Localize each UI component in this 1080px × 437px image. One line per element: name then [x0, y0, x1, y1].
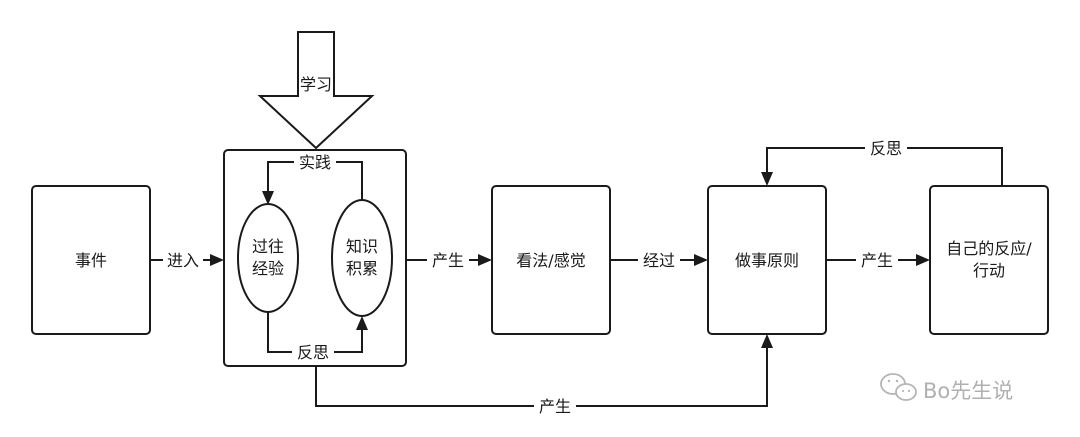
practice-label: 实践 [299, 153, 331, 172]
edge-through: 经过 [610, 250, 708, 270]
event-label: 事件 [75, 251, 107, 270]
knowledge-label-1: 知识 [346, 237, 378, 256]
through-label: 经过 [643, 251, 675, 270]
past-experience-label-2: 经验 [252, 259, 284, 278]
principles-label: 做事原则 [735, 251, 799, 270]
watermark-text: Bo先生说 [923, 379, 1013, 403]
learn-arrow: 学习 [257, 31, 375, 150]
reaction-label-2: 行动 [973, 261, 1005, 280]
learn-label: 学习 [300, 75, 332, 94]
reaction-node: 自己的反应/ 行动 [929, 185, 1049, 335]
perception-label: 看法/感觉 [516, 251, 585, 270]
reflect-inner-label: 反思 [297, 343, 329, 362]
produce-1-label: 产生 [432, 251, 464, 270]
produce-bottom-label: 产生 [539, 397, 571, 416]
reaction-label-1: 自己的反应/ [946, 239, 1032, 258]
knowledge-label-2: 积累 [346, 259, 378, 278]
edge-practice: 实践 [262, 153, 363, 205]
watermark: Bo先生说 [880, 373, 1013, 403]
edge-enter: 进入 [150, 250, 224, 270]
produce-2-label: 产生 [861, 251, 893, 270]
past-experience-node: 过往 经验 [237, 203, 299, 313]
principles-node: 做事原则 [707, 185, 827, 335]
reflect-top-label: 反思 [870, 139, 902, 158]
past-experience-label-1: 过往 [252, 237, 284, 256]
knowledge-node: 知识 积累 [331, 199, 393, 317]
edge-produce-bottom: 产生 [315, 334, 773, 416]
edge-produce-1: 产生 [406, 250, 492, 270]
enter-label: 进入 [167, 251, 199, 270]
perception-node: 看法/感觉 [491, 185, 611, 335]
edge-reflect-inner: 反思 [267, 312, 368, 362]
wechat-icon [880, 373, 917, 401]
edge-reflect-top: 反思 [761, 139, 1003, 186]
edge-produce-2: 产生 [826, 250, 930, 270]
event-node: 事件 [31, 185, 151, 335]
